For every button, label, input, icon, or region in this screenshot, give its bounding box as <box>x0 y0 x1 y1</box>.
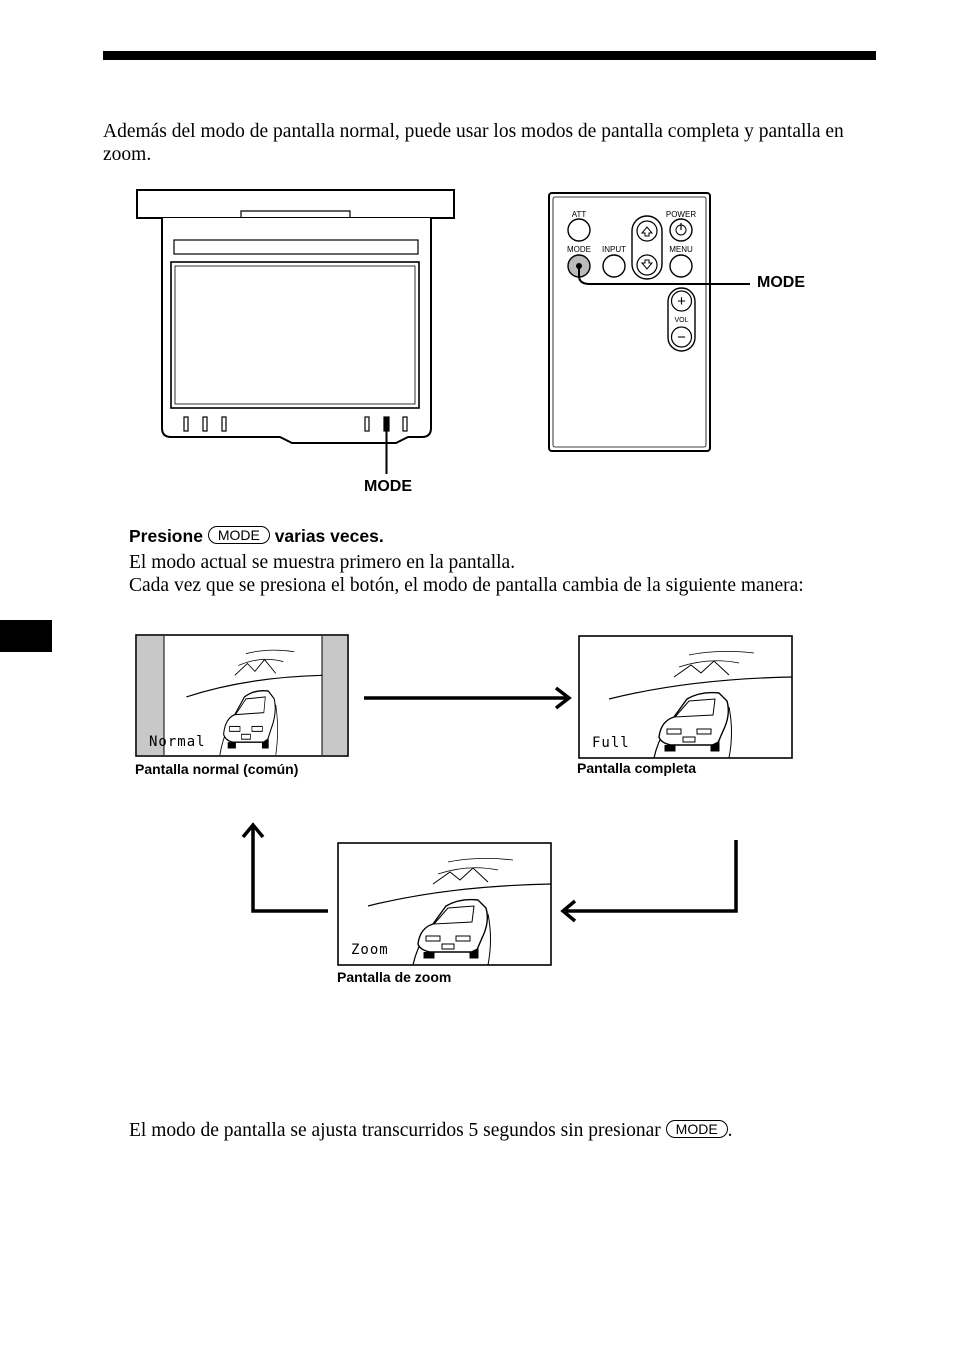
down-arrow-icon <box>640 259 654 270</box>
vol-label: VOL <box>674 317 688 324</box>
mode-key-icon: MODE <box>207 526 270 544</box>
step-body: El modo actual se muestra primero en la … <box>129 551 864 597</box>
step-suffix: varias veces. <box>274 526 384 546</box>
input-label: INPUT <box>602 245 626 254</box>
remote-control: ATT POWER MODE INPUT MENU VOL + − <box>548 192 750 452</box>
caption-full: Pantalla completa <box>577 760 697 776</box>
menu-button <box>669 254 693 278</box>
input-button <box>602 254 626 278</box>
arrow-left-icon <box>560 899 577 923</box>
screen-zoom <box>337 842 552 966</box>
monitor-mode-callout: MODE <box>364 478 412 495</box>
att-button <box>567 218 591 242</box>
header-rule <box>103 51 876 60</box>
osd-normal: Normal <box>149 734 206 750</box>
arrow-right-icon <box>554 686 572 710</box>
overhead-monitor <box>136 189 455 474</box>
note-mode-key-icon: MODE <box>665 1120 728 1138</box>
step-heading: Presione MODE varias veces. <box>129 526 384 547</box>
step-line-1: El modo actual se muestra primero en la … <box>129 552 516 573</box>
section-tab <box>0 620 52 652</box>
caption-normal: Pantalla normal (común) <box>135 761 299 777</box>
note-paragraph: El modo de pantalla se ajusta transcurri… <box>129 1119 733 1142</box>
screen-normal <box>135 634 349 757</box>
vol-plus-icon: + <box>677 293 686 310</box>
power-label: POWER <box>666 210 696 219</box>
vol-minus-icon: − <box>677 329 686 346</box>
flow-arrows <box>241 686 738 923</box>
screen-full <box>578 635 793 759</box>
arrow-up-icon <box>241 822 265 839</box>
osd-zoom: Zoom <box>351 942 389 958</box>
remote-mode-label: MODE <box>567 245 591 254</box>
caption-zoom: Pantalla de zoom <box>337 969 452 985</box>
step-prefix: Presione <box>129 526 203 546</box>
menu-label: MENU <box>669 245 693 254</box>
osd-full: Full <box>592 735 630 751</box>
intro-paragraph: Además del modo de pantalla normal, pued… <box>103 121 844 165</box>
remote-mode-callout: MODE <box>757 274 805 291</box>
note-end: . <box>727 1120 733 1141</box>
att-label: ATT <box>572 210 587 219</box>
step-line-2: Cada vez que se presiona el botón, el mo… <box>129 575 804 596</box>
up-arrow-icon <box>640 226 654 237</box>
note-text: El modo de pantalla se ajusta transcurri… <box>129 1120 661 1141</box>
